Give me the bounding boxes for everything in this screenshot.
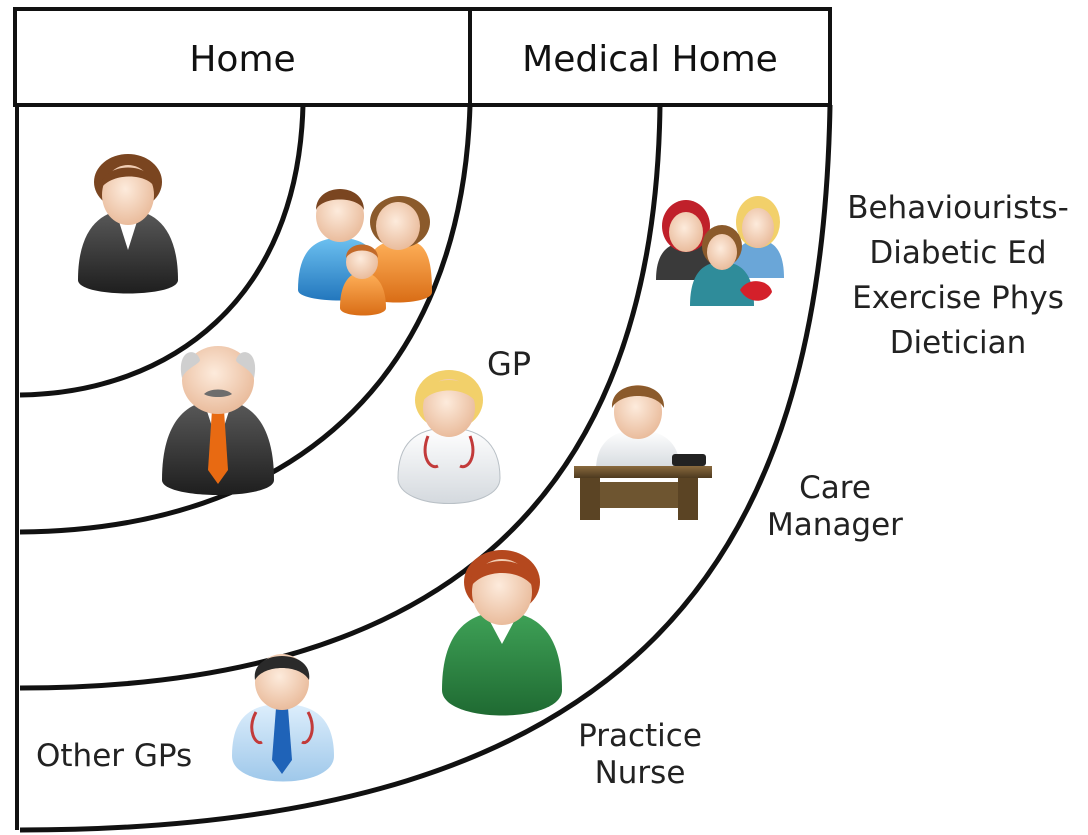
male-doctor-icon — [232, 654, 334, 782]
arc-ring-4 — [19, 104, 833, 833]
patient-woman-icon — [78, 154, 178, 294]
care-manager-label-line-1: Care — [799, 470, 871, 506]
allied-health-label: Behaviourists- Diabetic Ed Exercise Phys… — [832, 186, 1084, 366]
header-box — [13, 7, 832, 107]
header-medical-home-label: Medical Home — [522, 39, 778, 80]
practice-nurse-icon — [442, 550, 562, 716]
care-manager-desk-icon — [574, 385, 712, 520]
arc-ring-2 — [19, 104, 473, 535]
gp-label: GP — [487, 345, 532, 383]
care-manager-label-line-2: Manager — [767, 507, 903, 544]
allied-health-label-line-4: Dietician — [889, 325, 1027, 361]
allied-health-label-line-2: Diabetic Ed — [869, 235, 1047, 271]
concentric-arcs — [19, 104, 833, 833]
allied-health-label-line-1: Behaviourists- — [847, 190, 1069, 226]
practice-nurse-label-line-2: Nurse — [594, 755, 686, 792]
allied-health-label-line-3: Exercise Phys — [852, 280, 1064, 316]
allied-health-team-icon — [656, 196, 784, 306]
header-home-label: Home — [189, 39, 296, 80]
diagram-frame — [13, 7, 832, 830]
elderly-man-icon — [162, 346, 274, 495]
family-group-icon — [298, 189, 432, 316]
other-gps-label: Other GPs — [36, 738, 193, 774]
practice-nurse-label-line-1: Practice — [578, 718, 702, 754]
practice-nurse-label: Practice Nurse — [540, 718, 740, 792]
arc-ring-3 — [19, 104, 663, 691]
arc-ring-1 — [19, 104, 306, 398]
care-manager-label: Care Manager — [735, 470, 935, 544]
female-doctor-icon — [397, 370, 501, 504]
